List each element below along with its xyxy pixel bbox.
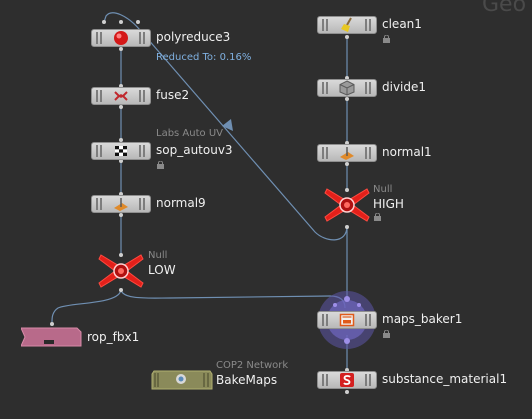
node-name: rop_fbx1: [87, 330, 140, 344]
maps-baker-ring-dot: [333, 303, 337, 307]
lock-icon[interactable]: [156, 161, 165, 169]
lock-icon[interactable]: [382, 330, 391, 338]
normal-icon: [114, 198, 128, 211]
polyreduce-info: Reduced To: 0.16%: [156, 52, 252, 63]
baker-icon: [339, 313, 355, 327]
node-type-label: COP2 Network: [216, 360, 289, 371]
checker-uv-icon: [115, 146, 127, 156]
null-x-icon[interactable]: [97, 253, 145, 289]
node-name: divide1: [382, 80, 427, 94]
node-name: normal9: [156, 196, 206, 210]
null-x-icon[interactable]: [323, 187, 371, 223]
node-rop-fbx[interactable]: rop_fbx1: [20, 327, 139, 351]
polyreduce-red-ball-icon: [114, 31, 128, 45]
node-high[interactable]: Null HIGH: [323, 184, 404, 227]
lock-icon[interactable]: [373, 213, 382, 221]
node-low[interactable]: Null LOW: [97, 250, 176, 293]
node-type-label: Labs Auto UV: [156, 128, 223, 139]
rop-icon[interactable]: [20, 327, 83, 347]
node-name: BakeMaps: [216, 373, 278, 387]
maps-baker-ring-dot: [357, 303, 361, 307]
wire-low-rop: [51, 288, 122, 323]
cop-network-icon[interactable]: [151, 370, 213, 390]
node-type-label: Null: [373, 184, 393, 195]
lock-icon[interactable]: [382, 35, 391, 43]
maps-baker-ring-dot: [344, 338, 350, 344]
normal-icon: [340, 147, 354, 160]
network-context-label: Geo: [482, 0, 527, 17]
maps-baker-ring-dot: [344, 296, 350, 302]
substance-icon: [340, 373, 354, 387]
cube-icon: [339, 80, 355, 96]
node-bakemaps[interactable]: COP2 Network BakeMaps: [151, 360, 288, 394]
connector-dots: [50, 20, 349, 394]
wire-direction-arrow: [222, 119, 233, 131]
node-name: fuse2: [156, 88, 190, 102]
node-name: clean1: [382, 17, 422, 31]
node-name: HIGH: [373, 197, 404, 211]
node-name: sop_autouv3: [156, 143, 233, 157]
node-name: LOW: [148, 263, 176, 277]
broom-icon: [341, 17, 352, 32]
node-name: substance_material1: [382, 372, 508, 386]
node-name: normal1: [382, 145, 432, 159]
node-name: polyreduce3: [156, 30, 231, 44]
wire-low-baker: [120, 288, 346, 309]
node-name: maps_baker1: [382, 312, 463, 326]
fuse-icon: [114, 91, 128, 101]
node-type-label: Null: [148, 250, 168, 261]
